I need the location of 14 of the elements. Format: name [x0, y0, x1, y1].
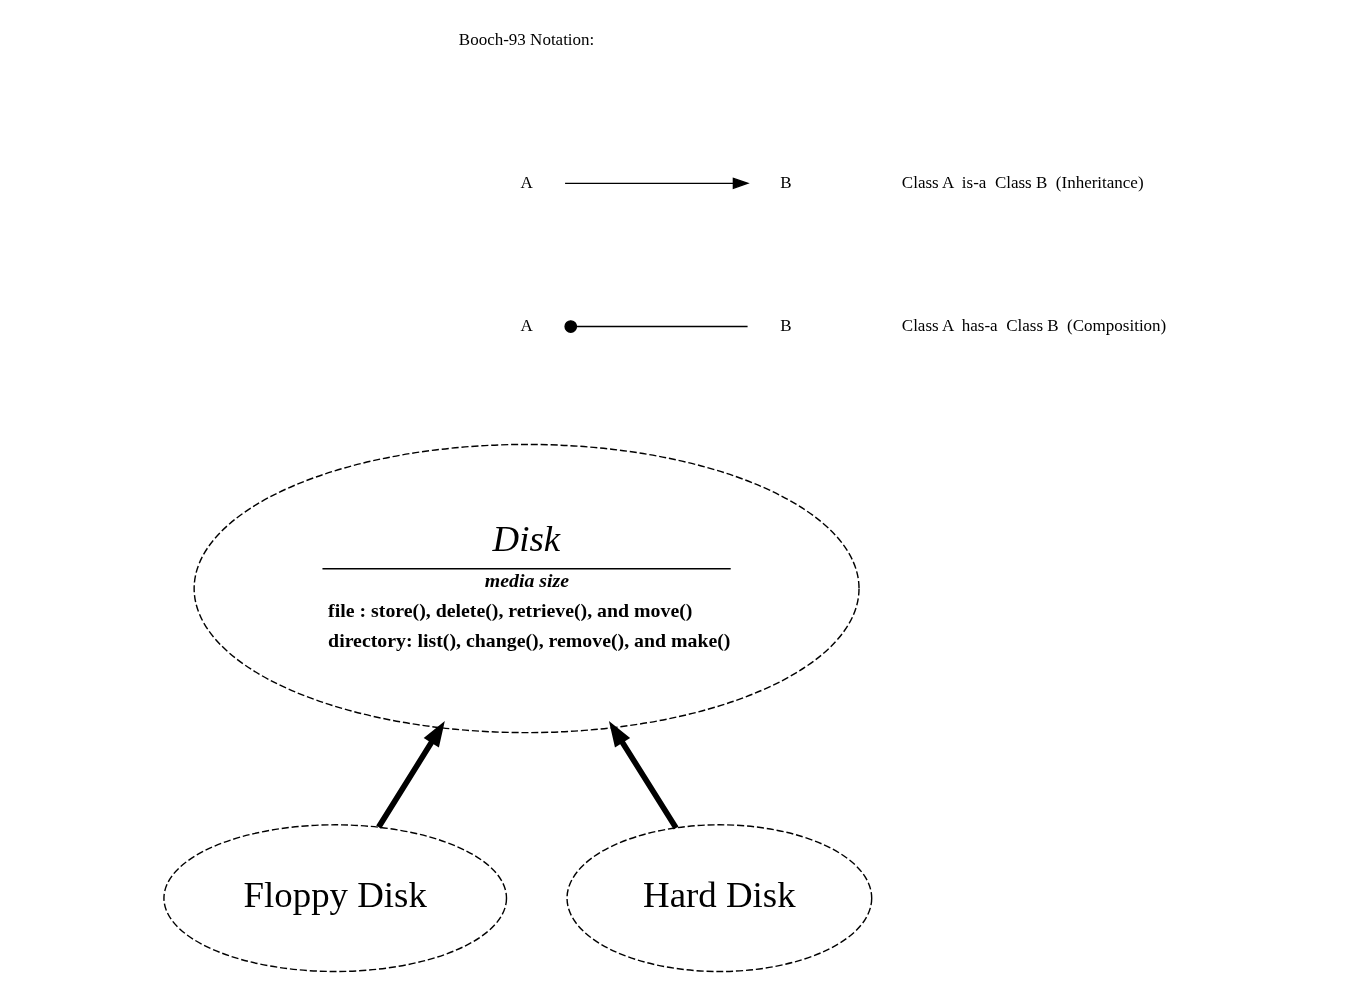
node-text: B [780, 172, 792, 192]
node-text: A [520, 315, 533, 335]
arrow [608, 720, 679, 829]
label: Booch-93 Notation: [458, 29, 595, 49]
node-text: A [520, 172, 533, 192]
arrow [564, 176, 750, 189]
node-ellipse: Hard Disk [566, 823, 873, 972]
label: Class A is-a Class B (Inheritance) [901, 172, 1144, 192]
connector [564, 319, 749, 333]
node-ellipse: Floppy Disk [163, 823, 508, 972]
node-ellipse: Disk media size file : store(), delete(), retrieve(), and move() directory: list(), change(), remove(), and make() [193, 443, 860, 733]
label: Class A has-a Class B (Composition) [901, 315, 1167, 335]
arrow [376, 720, 445, 829]
node-text: B [780, 315, 792, 335]
